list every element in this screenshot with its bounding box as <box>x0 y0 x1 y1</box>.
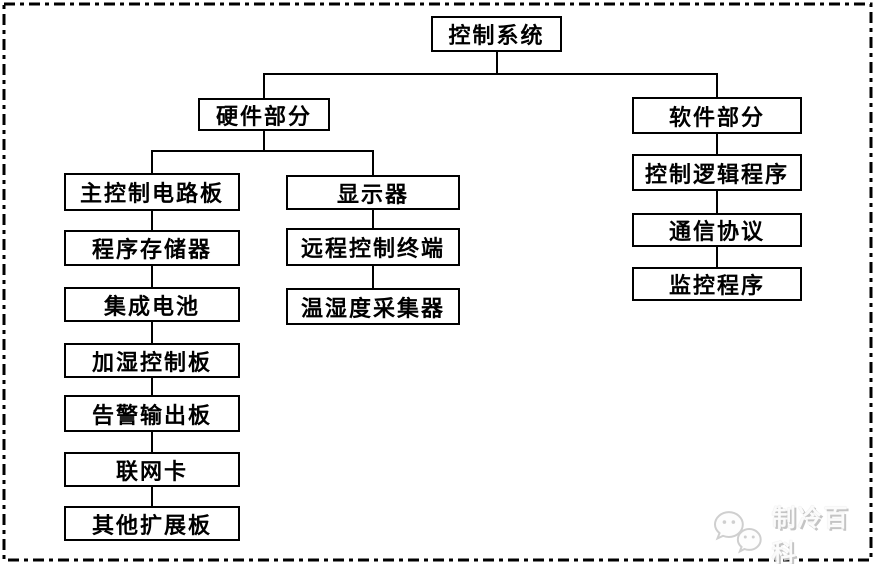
node-network-card: 联网卡 <box>64 452 240 487</box>
wechat-icon <box>713 511 762 554</box>
node-other-expansion-board: 其他扩展板 <box>64 506 240 541</box>
node-monitoring-program: 监控程序 <box>632 267 802 301</box>
node-remote-control-terminal: 远程控制终端 <box>286 228 460 266</box>
node-control-system: 控制系统 <box>431 16 562 52</box>
node-temp-humidity-collector: 温湿度采集器 <box>286 288 460 325</box>
node-alarm-output-board: 告警输出板 <box>64 395 240 432</box>
node-main-control-board: 主控制电路板 <box>64 173 240 211</box>
brand-watermark-text: 制冷百科 <box>771 505 850 564</box>
node-integrated-battery: 集成电池 <box>64 287 240 322</box>
node-control-logic-program: 控制逻辑程序 <box>632 154 802 191</box>
brand-watermark: 制冷百科 <box>712 498 875 564</box>
node-hardware: 硬件部分 <box>198 98 330 131</box>
node-display: 显示器 <box>286 175 460 210</box>
node-humidifier-control-board: 加湿控制板 <box>64 343 240 378</box>
node-software: 软件部分 <box>632 97 802 134</box>
node-program-memory: 程序存储器 <box>64 230 240 266</box>
node-communication-protocol: 通信协议 <box>632 213 802 247</box>
